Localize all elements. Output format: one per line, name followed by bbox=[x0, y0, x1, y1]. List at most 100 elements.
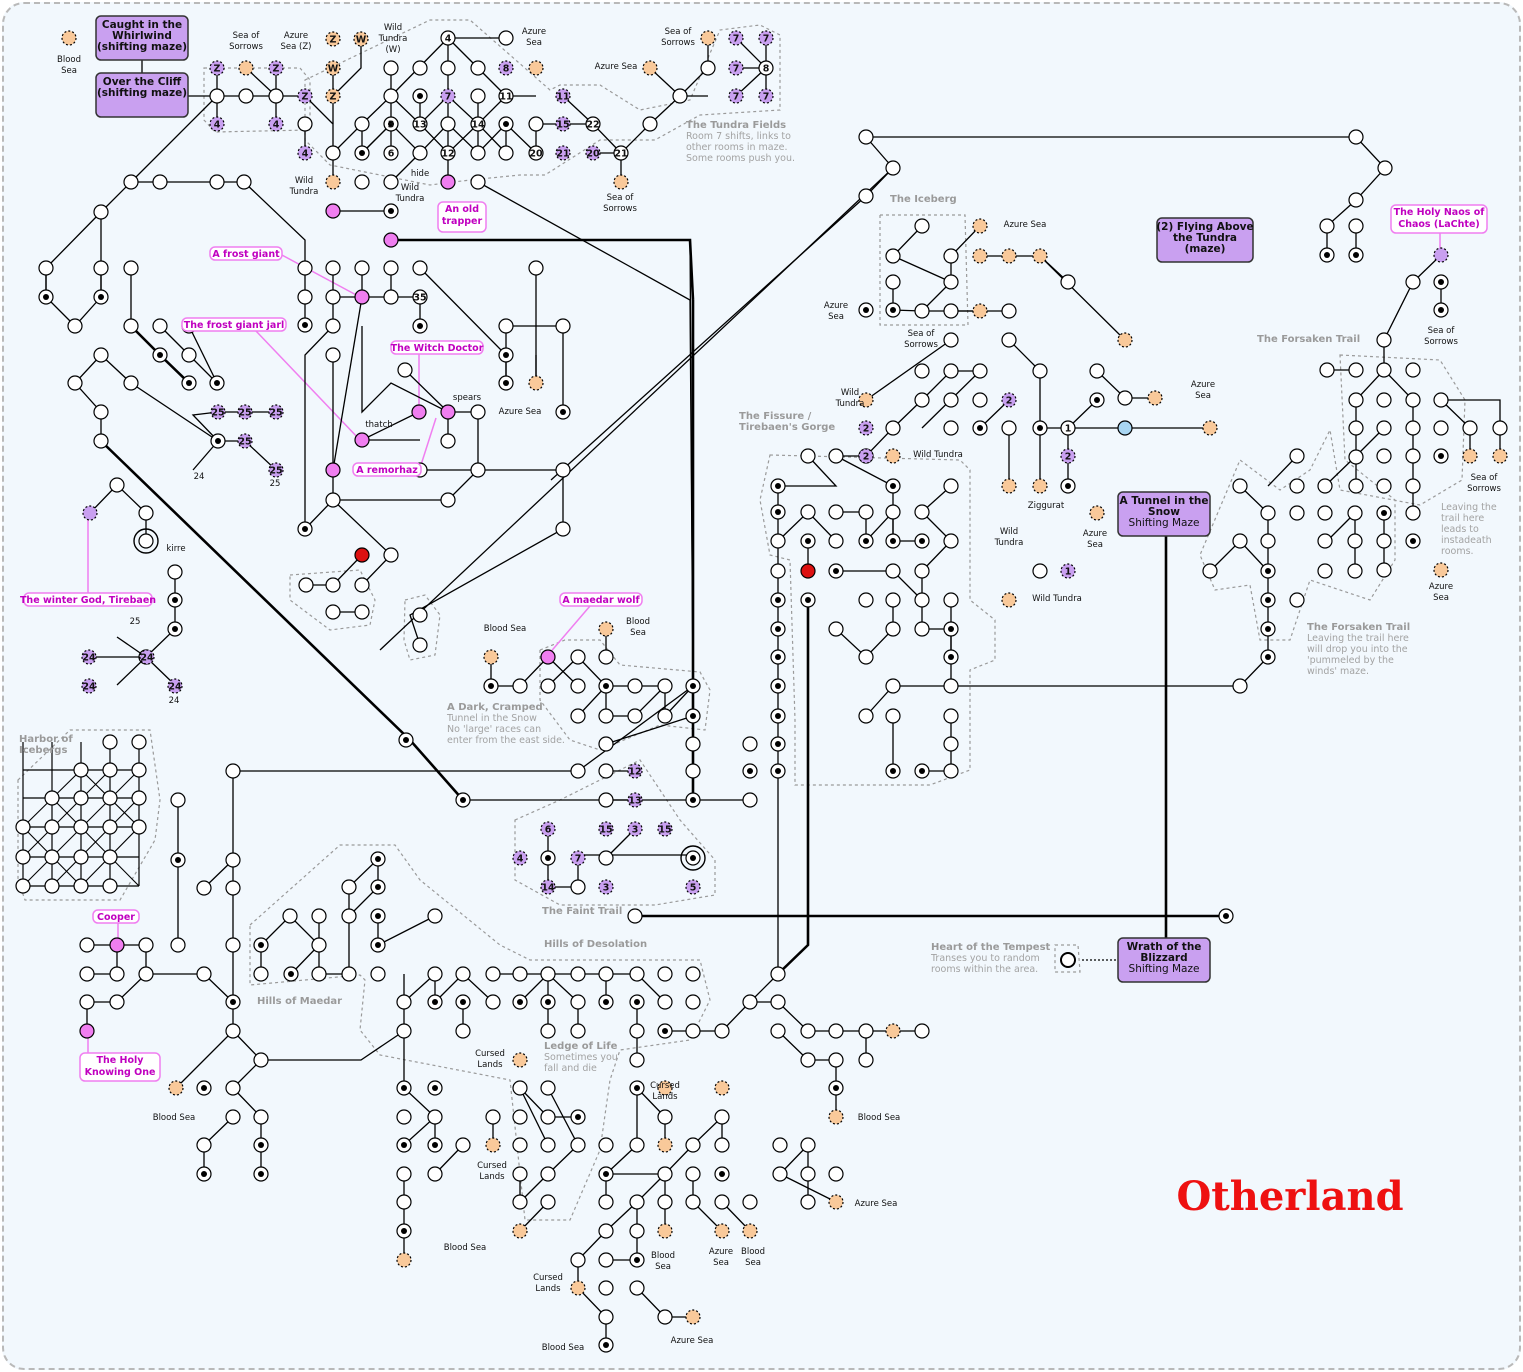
room[interactable] bbox=[685, 1166, 701, 1182]
room[interactable] bbox=[512, 1194, 528, 1210]
room[interactable] bbox=[598, 1194, 614, 1210]
room[interactable] bbox=[325, 145, 341, 161]
room[interactable] bbox=[79, 966, 95, 982]
room[interactable] bbox=[498, 145, 514, 161]
room[interactable] bbox=[1317, 563, 1333, 579]
room[interactable] bbox=[1348, 392, 1364, 408]
room[interactable] bbox=[427, 908, 443, 924]
area-exit-room[interactable] bbox=[396, 1252, 412, 1268]
room[interactable] bbox=[657, 1194, 673, 1210]
maze-link-room[interactable] bbox=[1060, 448, 1076, 464]
maze-link-room[interactable] bbox=[728, 30, 744, 46]
room[interactable] bbox=[858, 649, 874, 665]
room[interactable] bbox=[570, 678, 586, 694]
room[interactable] bbox=[470, 116, 486, 132]
maze-link-room[interactable] bbox=[268, 462, 284, 478]
maze-link-room[interactable] bbox=[1001, 392, 1017, 408]
room[interactable] bbox=[540, 1023, 556, 1039]
maze-box-tunnel[interactable] bbox=[1117, 491, 1211, 537]
room[interactable] bbox=[700, 60, 716, 76]
room[interactable] bbox=[800, 1166, 816, 1182]
room[interactable] bbox=[102, 790, 118, 806]
room[interactable] bbox=[770, 1023, 786, 1039]
room[interactable] bbox=[1001, 303, 1017, 319]
room[interactable] bbox=[770, 966, 786, 982]
maze-link-room[interactable] bbox=[540, 821, 556, 837]
npc-label-frost-giant[interactable] bbox=[209, 246, 283, 261]
area-exit-room[interactable] bbox=[570, 1280, 586, 1296]
room[interactable] bbox=[196, 880, 212, 896]
area-exit-room[interactable] bbox=[512, 1223, 528, 1239]
room[interactable] bbox=[714, 1137, 730, 1153]
room[interactable] bbox=[412, 637, 428, 653]
maze-link-room[interactable] bbox=[540, 879, 556, 895]
area-exit-room[interactable] bbox=[1202, 420, 1218, 436]
area-exit-room[interactable] bbox=[168, 1080, 184, 1096]
room[interactable] bbox=[598, 649, 614, 665]
room[interactable] bbox=[73, 819, 89, 835]
room[interactable] bbox=[770, 994, 786, 1010]
room[interactable] bbox=[1260, 505, 1276, 521]
room[interactable] bbox=[914, 504, 930, 520]
room[interactable] bbox=[629, 1137, 645, 1153]
room[interactable] bbox=[540, 1166, 556, 1182]
room[interactable] bbox=[914, 363, 930, 379]
maze-link-room[interactable] bbox=[209, 116, 225, 132]
maze-link-room[interactable] bbox=[585, 145, 601, 161]
room[interactable] bbox=[629, 1280, 645, 1296]
area-exit-room[interactable] bbox=[325, 88, 341, 104]
room[interactable] bbox=[1492, 420, 1508, 436]
maze-link-room[interactable] bbox=[728, 60, 744, 76]
maze-link-room[interactable] bbox=[758, 88, 774, 104]
room[interactable] bbox=[123, 260, 139, 276]
room[interactable] bbox=[1405, 505, 1421, 521]
room[interactable] bbox=[485, 1109, 501, 1125]
room[interactable] bbox=[440, 433, 456, 449]
room[interactable] bbox=[455, 1023, 471, 1039]
maze-link-room[interactable] bbox=[858, 448, 874, 464]
area-exit-room[interactable] bbox=[325, 60, 341, 76]
room[interactable] bbox=[685, 736, 701, 752]
room[interactable] bbox=[770, 563, 786, 579]
npc-label-frost-giant-jarl[interactable] bbox=[181, 317, 287, 332]
room[interactable] bbox=[325, 577, 341, 593]
npc-room[interactable] bbox=[354, 432, 370, 448]
room[interactable] bbox=[298, 577, 314, 593]
npc-room[interactable] bbox=[354, 289, 370, 305]
room[interactable] bbox=[79, 994, 95, 1010]
room[interactable] bbox=[341, 908, 357, 924]
npc-label-old-trapper[interactable] bbox=[437, 201, 487, 233]
area-exit-room[interactable] bbox=[325, 31, 341, 47]
room[interactable] bbox=[800, 1194, 816, 1210]
room[interactable] bbox=[972, 392, 988, 408]
room[interactable] bbox=[1377, 160, 1393, 176]
room[interactable] bbox=[885, 708, 901, 724]
room[interactable] bbox=[914, 592, 930, 608]
maze-link-room[interactable] bbox=[498, 60, 514, 76]
room[interactable] bbox=[885, 160, 901, 176]
room[interactable] bbox=[570, 1023, 586, 1039]
room[interactable] bbox=[512, 678, 528, 694]
room[interactable] bbox=[455, 966, 471, 982]
room[interactable] bbox=[828, 533, 844, 549]
room[interactable] bbox=[138, 505, 154, 521]
room[interactable] bbox=[685, 1137, 701, 1153]
room[interactable] bbox=[570, 994, 586, 1010]
room[interactable] bbox=[325, 289, 341, 305]
area-exit-room[interactable] bbox=[1433, 562, 1449, 578]
room[interactable] bbox=[297, 116, 313, 132]
area-exit-room[interactable] bbox=[1147, 390, 1163, 406]
area-exit-room[interactable] bbox=[483, 649, 499, 665]
room[interactable] bbox=[672, 88, 688, 104]
room[interactable] bbox=[170, 937, 186, 953]
room[interactable] bbox=[498, 88, 514, 104]
heart-of-tempest-room[interactable] bbox=[1060, 952, 1076, 968]
area-exit-room[interactable] bbox=[1117, 332, 1133, 348]
area-exit-room[interactable] bbox=[353, 31, 369, 47]
room[interactable] bbox=[341, 879, 357, 895]
room[interactable] bbox=[253, 1109, 269, 1125]
room[interactable] bbox=[1405, 392, 1421, 408]
room[interactable] bbox=[570, 708, 586, 724]
room[interactable] bbox=[885, 420, 901, 436]
